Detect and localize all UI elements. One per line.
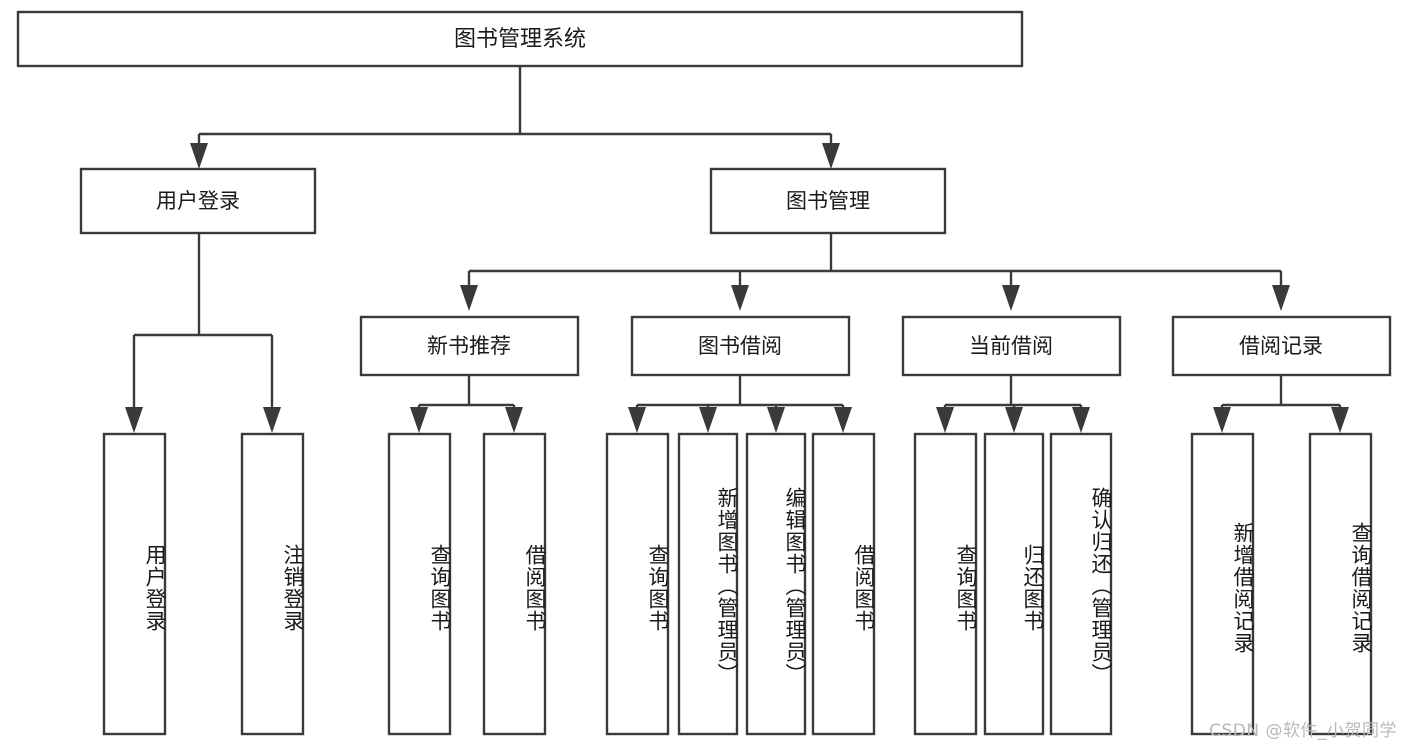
arrow-to-leaf xyxy=(410,407,428,433)
arrow-to-leaf xyxy=(699,407,717,433)
node-borrow-record[interactable]: 借阅记录 xyxy=(1171,315,1392,377)
arrow-to-leaf xyxy=(1213,407,1231,433)
leaf-box[interactable] xyxy=(102,432,167,736)
node-current-borrow[interactable]: 当前借阅 xyxy=(901,315,1122,377)
leaf-box[interactable] xyxy=(1308,432,1373,736)
arrow-to-leaf xyxy=(628,407,646,433)
connector-current-borrow-to-leaves xyxy=(936,375,1090,433)
leaf-box[interactable] xyxy=(605,432,670,736)
leaf-box[interactable] xyxy=(983,432,1045,736)
leaf-box[interactable] xyxy=(482,432,547,736)
arrow-to-new-book-recommend xyxy=(460,285,478,311)
leaf-box[interactable] xyxy=(811,432,876,736)
arrow-to-leaf xyxy=(834,407,852,433)
leaf-box[interactable] xyxy=(745,432,807,736)
arrow-to-leaf xyxy=(1072,407,1090,433)
leaf-box[interactable] xyxy=(913,432,978,736)
node-book-borrow[interactable]: 图书借阅 xyxy=(630,315,851,377)
node-label: 借阅记录 xyxy=(1239,334,1323,358)
leaf-box[interactable] xyxy=(387,432,452,736)
arrow-to-leaf xyxy=(1005,407,1023,433)
arrow-to-user-login xyxy=(190,143,208,169)
arrow-to-book-management xyxy=(822,143,840,169)
connector-root-to-level2 xyxy=(190,66,840,169)
node-label: 图书借阅 xyxy=(698,334,782,358)
node-user-login[interactable]: 用户登录 xyxy=(79,167,317,235)
leaf-box[interactable] xyxy=(1190,432,1255,736)
node-label: 图书管理系统 xyxy=(454,27,586,52)
arrow-to-current-borrow xyxy=(1002,285,1020,311)
connector-borrow-record-to-leaves xyxy=(1213,375,1349,433)
connector-user-login-to-leaves xyxy=(125,233,281,433)
arrow-to-leaf xyxy=(125,407,143,433)
node-label: 新书推荐 xyxy=(427,334,511,358)
node-label: 图书管理 xyxy=(786,189,870,213)
node-book-management[interactable]: 图书管理 xyxy=(709,167,947,235)
arrow-to-leaf xyxy=(505,407,523,433)
leaf-box[interactable] xyxy=(677,432,739,736)
node-label: 用户登录 xyxy=(156,189,240,213)
arrow-to-leaf xyxy=(767,407,785,433)
arrow-to-borrow-record xyxy=(1272,285,1290,311)
node-root-book-management-system[interactable]: 图书管理系统 xyxy=(16,10,1024,68)
arrow-to-leaf xyxy=(1331,407,1349,433)
watermark-text: CSDN @软件_小贺同学 xyxy=(1209,721,1397,741)
connector-new-book-recommend-to-leaves xyxy=(410,375,523,433)
connector-book-management-to-level3 xyxy=(460,233,1290,311)
leaf-box[interactable] xyxy=(240,432,305,736)
connector-book-borrow-to-leaves xyxy=(628,375,852,433)
arrow-to-book-borrow xyxy=(731,285,749,311)
leaf-box[interactable] xyxy=(1049,432,1113,736)
arrow-to-leaf xyxy=(263,407,281,433)
node-label: 当前借阅 xyxy=(969,334,1053,358)
node-new-book-recommend[interactable]: 新书推荐 xyxy=(359,315,580,377)
arrow-to-leaf xyxy=(936,407,954,433)
